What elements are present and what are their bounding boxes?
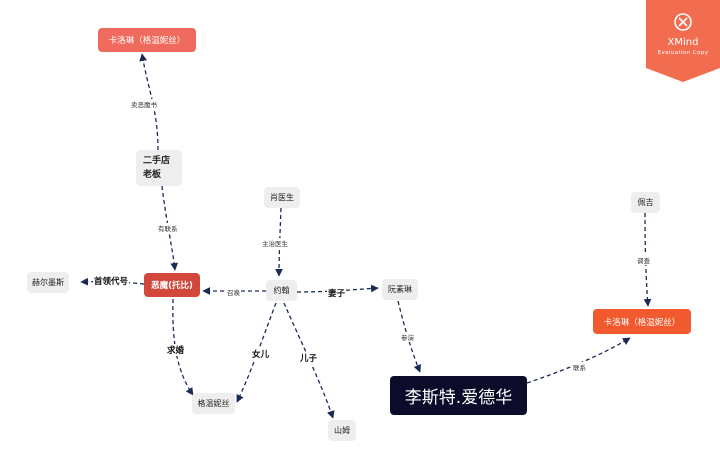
node-dr-xiao[interactable]: 肖医生	[264, 187, 300, 208]
watermark-badge	[646, 0, 720, 82]
edge-label-contact: 联系	[572, 362, 587, 372]
edge-label-daughter: 女儿	[251, 348, 271, 360]
node-shop-owner[interactable]: 二手店 老板	[136, 150, 182, 186]
edge-label-summon: 召唤	[226, 287, 241, 297]
edge-label-sell-book: 卖恶魔书	[130, 99, 158, 109]
node-carolyn-top[interactable]: 卡洛琳（格温妮丝）	[98, 28, 196, 52]
edge-label-propose: 求婚	[166, 344, 186, 356]
node-gwyneth[interactable]: 格温妮丝	[192, 393, 235, 414]
edge-john-to-ruan	[296, 284, 379, 293]
edge-label-wife: 妻子	[327, 287, 347, 299]
edge-label-investigate: 调查	[636, 255, 651, 265]
edge-label-related: 有联系	[157, 223, 179, 233]
edge-label-son: 儿子	[299, 352, 319, 364]
node-hermes[interactable]: 赫尔墨斯	[27, 272, 69, 293]
edge-label-participate: 参演	[400, 332, 415, 342]
watermark-subtitle: Evaluation Copy	[657, 50, 709, 56]
node-carolyn-right[interactable]: 卡洛琳（格温妮丝）	[593, 309, 691, 334]
node-lester[interactable]: 李斯特.爱德华	[390, 376, 527, 415]
edge-lester-to-carolyn	[526, 337, 631, 384]
watermark-brand: XMind	[667, 37, 699, 48]
node-shanmu[interactable]: 山姆	[328, 420, 356, 441]
edge-label-chief-agent: 首领代号	[93, 275, 130, 287]
node-demon[interactable]: 恶魔(托比)	[144, 273, 200, 297]
edge-ruan-to-lester	[397, 300, 422, 373]
node-ruan-sulin[interactable]: 阮素琳	[382, 279, 418, 300]
node-peiji[interactable]: 佩吉	[631, 192, 660, 213]
edge-label-attending-doctor: 主治医生	[261, 238, 289, 248]
xmind-logo-icon	[674, 13, 692, 31]
node-john[interactable]: 约翰	[266, 280, 297, 301]
